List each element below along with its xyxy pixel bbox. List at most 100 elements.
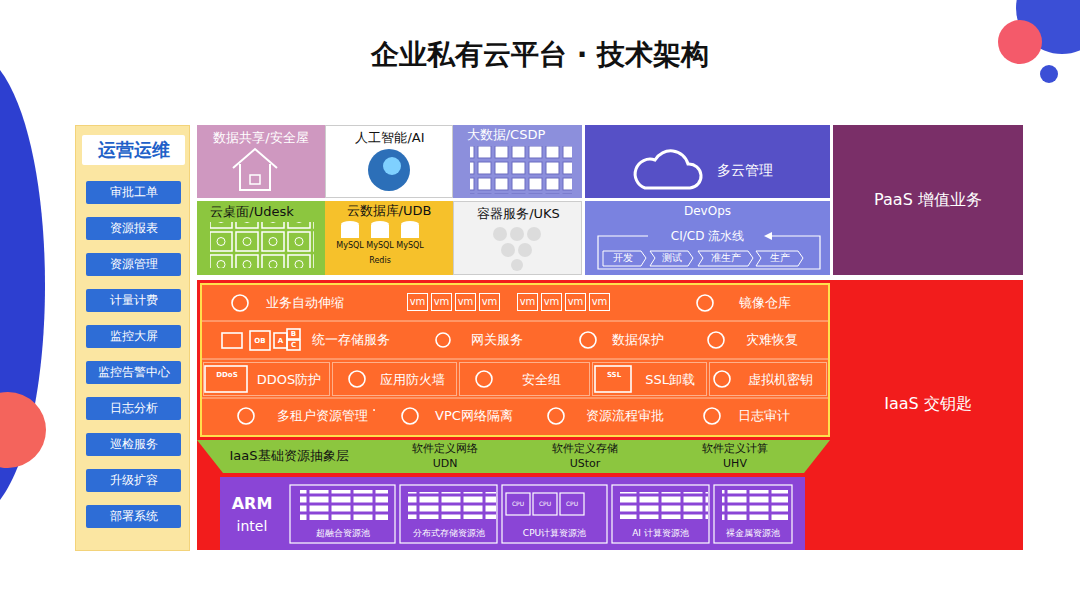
node-sublabel: CPU <box>506 500 530 507</box>
menu-button: 审批工单 <box>86 181 181 204</box>
node-label: 人工智能/AI <box>326 130 454 146</box>
node-label: 运营运维 <box>82 135 185 165</box>
menu-button: 升级扩容 <box>86 469 181 492</box>
node-sublabel: MySQL <box>334 241 366 251</box>
node-label: AI 计算资源池 <box>612 528 709 539</box>
node-sublabel: 软件定义网络 <box>400 442 490 455</box>
resource-pool: AI 计算资源池 <box>612 485 709 543</box>
menu-button: 资源管理 <box>86 253 181 276</box>
feature-cell: 应用防火墙 <box>332 362 457 396</box>
menu-button: 监控告警中心 <box>86 361 181 384</box>
node-label: vm <box>410 296 426 308</box>
node-sublabel: DDoS <box>207 371 247 379</box>
node-sublabel: UStor <box>540 457 630 470</box>
paas-tile: 容器服务/UKS <box>453 201 582 275</box>
paas-tile: 云桌面/Udesk <box>197 201 325 275</box>
feature-cell: DDOS防护DDoS <box>203 362 330 396</box>
vm-box: vm <box>541 293 562 311</box>
feature-item: 日志审计 <box>722 403 806 429</box>
node-label: 多云管理 <box>690 162 800 179</box>
menu-button: 资源报表 <box>86 217 181 240</box>
page-title: 企业私有云平台 · 技术架构 <box>0 38 1080 72</box>
feature-cell: 虚拟机密钥 <box>709 362 827 396</box>
paas-side-label: PaaS 增值业务 <box>833 125 1023 275</box>
paas-tile: 多云管理 <box>585 125 830 198</box>
node-label: 大数据/CSDP <box>456 127 556 143</box>
vm-box: vm <box>517 293 538 311</box>
node-label: 资源流程审批 <box>586 408 664 424</box>
node-sublabel: Redis <box>355 256 405 266</box>
node-sublabel: MySQL <box>394 241 426 251</box>
menu-button: 部署系统 <box>86 505 181 528</box>
node-label: vm <box>544 296 560 308</box>
node-label: 巡检服务 <box>110 437 158 451</box>
node-label: 部署系统 <box>110 509 158 523</box>
resource-pool: 超融合资源池 <box>290 485 395 543</box>
node-label: vm <box>520 296 536 308</box>
node-label: 虚拟机密钥 <box>734 372 826 388</box>
resource-pool: CPU计算资源池CPUCPUCPU <box>502 485 607 543</box>
node-label: 审批工单 <box>110 185 158 199</box>
abstraction-band: IaaS基础资源抽象层软件定义网络UDN软件定义存储UStor软件定义计算UHV <box>197 440 830 473</box>
node-sublabel: CPU <box>560 500 584 507</box>
node-sublabel: 生产 <box>760 252 800 264</box>
paas-tile: 大数据/CSDP <box>453 125 582 198</box>
node-label: 分布式存储资源池 <box>400 528 497 539</box>
node-label: 计量计费 <box>110 293 158 307</box>
menu-button: 巡检服务 <box>86 433 181 456</box>
node-label: VPC网络隔离 <box>435 408 513 424</box>
node-sublabel: 开发 <box>603 252 643 264</box>
node-label: 业务自动伸缩 <box>266 295 344 311</box>
node-label: 超融合资源池 <box>290 528 395 539</box>
node-label: ARM <box>224 494 280 513</box>
paas-tile: 云数据库/UDBMySQLMySQLMySQLRedis <box>325 201 453 275</box>
feature-item: 统一存储服务OBABC <box>218 324 398 356</box>
feature-item: 业务自动伸缩 <box>255 291 355 315</box>
node-sublabel: 测试 <box>652 252 692 264</box>
node-label: 资源报表 <box>110 221 158 235</box>
node-label: DevOps <box>585 204 830 218</box>
node-label: 云数据库/UDB <box>325 203 453 219</box>
node-label: 网关服务 <box>471 332 523 348</box>
node-label: 镜像仓库 <box>739 295 791 311</box>
node-sublabel: intel <box>224 518 280 535</box>
menu-button: 监控大屏 <box>86 325 181 348</box>
node-sublabel: UDN <box>400 457 490 470</box>
node-label: 裸金属资源池 <box>714 528 792 539</box>
feature-item: 数据保护 <box>598 327 678 353</box>
vm-box: vm <box>455 293 476 311</box>
vm-box: vm <box>589 293 610 311</box>
node-sublabel: CPU <box>533 500 557 507</box>
node-sublabel: CI/CD 流水线 <box>655 229 760 243</box>
node-label: vm <box>482 296 498 308</box>
resource-pool: 分布式存储资源池 <box>400 485 497 543</box>
node-label: vm <box>434 296 450 308</box>
node-label: 应用防火墙 <box>369 372 455 388</box>
node-sublabel: SSL <box>597 371 631 379</box>
menu-button: 日志分析 <box>86 397 181 420</box>
vm-box: vm <box>407 293 428 311</box>
hardware-band: ARMintel超融合资源池分布式存储资源池CPU计算资源池CPUCPUCPUA… <box>220 477 805 550</box>
node-label: CPU计算资源池 <box>502 528 607 539</box>
node-label: 容器服务/UKS <box>454 206 583 222</box>
vm-box: vm <box>431 293 452 311</box>
node-label: PaaS 增值业务 <box>874 190 982 209</box>
node-sublabel: B <box>288 330 299 338</box>
node-label: vm <box>592 296 608 308</box>
node-label: vm <box>458 296 474 308</box>
node-label: 安全组 <box>497 372 585 388</box>
resource-pool: 裸金属资源池 <box>714 485 792 543</box>
feature-item: 资源流程审批 <box>568 403 682 429</box>
vm-box: vm <box>479 293 500 311</box>
feature-item: 网关服务 <box>452 327 542 353</box>
node-label: 多租户资源管理 <box>277 408 368 424</box>
node-label: 资源管理 <box>110 257 158 271</box>
feature-item: 镜像仓库 <box>715 291 815 315</box>
ops-panel: 运营运维审批工单资源报表资源管理计量计费监控大屏监控告警中心日志分析巡检服务升级… <box>75 125 190 551</box>
node-label: 统一存储服务 <box>305 332 397 348</box>
node-label: IaaS 交钥匙 <box>838 394 1018 413</box>
node-label: 数据共享/安全屋 <box>197 130 325 146</box>
node-sublabel: UHV <box>690 457 780 470</box>
paas-tile: 数据共享/安全屋 <box>197 125 325 198</box>
